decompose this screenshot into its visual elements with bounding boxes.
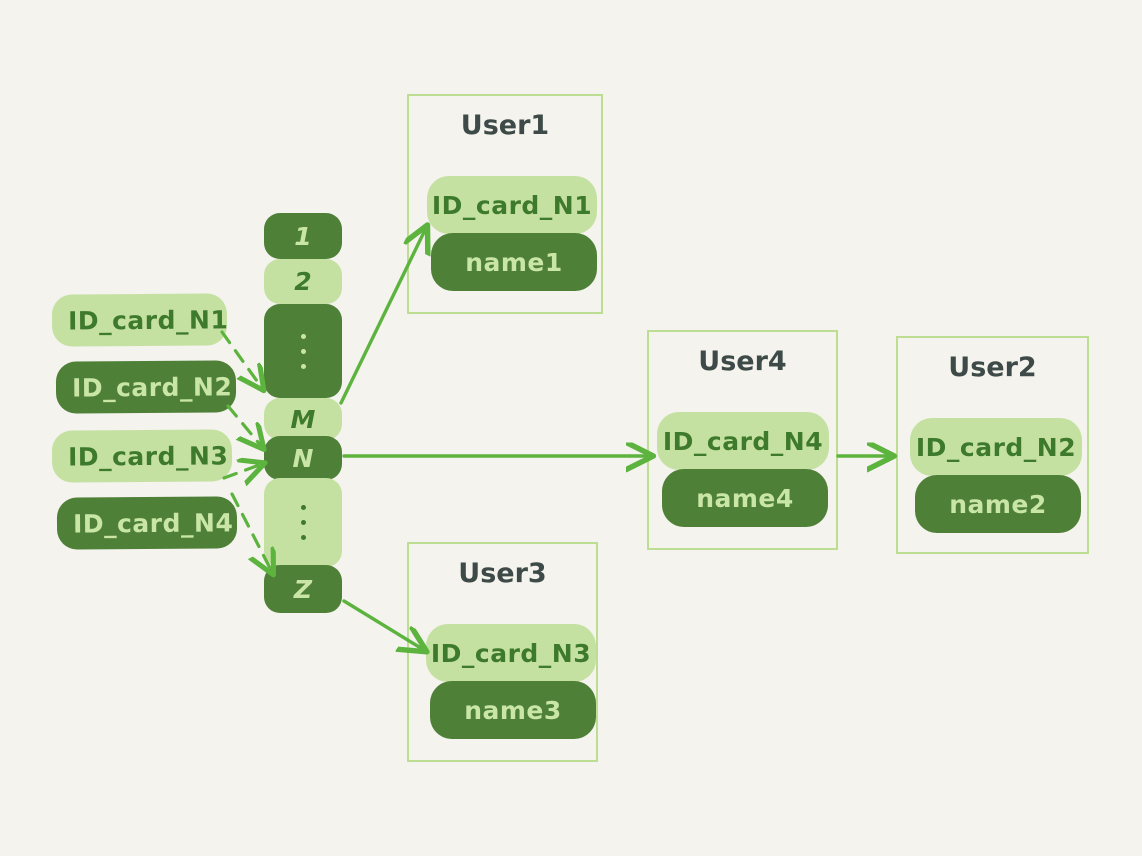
- hash-bucket-ellipsis-upper: [264, 304, 342, 398]
- user2-title: User2: [948, 352, 1037, 383]
- user1-id-card-field: ID_card_N1: [427, 176, 597, 234]
- user3-title: User3: [458, 558, 547, 589]
- user3-id-card-field: ID_card_N3: [426, 624, 596, 682]
- hash-bucket-n[interactable]: N: [264, 436, 342, 480]
- hash-bucket-2[interactable]: 2: [264, 259, 342, 304]
- source-id-card-n2[interactable]: ID_card_N2: [55, 360, 237, 414]
- user4-box[interactable]: User4 ID_card_N4 name4: [647, 330, 838, 550]
- user1-name-field: name1: [431, 233, 597, 291]
- user1-box[interactable]: User1 ID_card_N1 name1: [407, 94, 603, 314]
- user3-name-field: name3: [430, 681, 596, 739]
- user2-box[interactable]: User2 ID_card_N2 name2: [896, 336, 1089, 554]
- source-id-card-n3[interactable]: ID_card_N3: [51, 429, 233, 483]
- vertical-ellipsis-icon: [300, 333, 306, 369]
- edge-idcard-n2-to-bucket-n: [226, 404, 262, 447]
- hash-bucket-1[interactable]: 1: [264, 213, 342, 259]
- source-id-card-n1[interactable]: ID_card_N1: [51, 293, 228, 347]
- hash-bucket-m[interactable]: M: [264, 398, 342, 440]
- vertical-ellipsis-icon: [300, 505, 306, 540]
- user1-title: User1: [460, 110, 550, 141]
- user3-box[interactable]: User3 ID_card_N3 name3: [407, 542, 598, 762]
- hash-bucket-z[interactable]: Z: [264, 565, 342, 613]
- user4-id-card-field: ID_card_N4: [657, 412, 829, 470]
- source-id-card-n4[interactable]: ID_card_N4: [56, 496, 238, 550]
- user4-title: User4: [698, 346, 787, 377]
- user2-id-card-field: ID_card_N2: [910, 418, 1082, 476]
- user4-name-field: name4: [662, 469, 828, 527]
- user2-name-field: name2: [915, 475, 1081, 533]
- hash-bucket-ellipsis-lower: [264, 478, 342, 567]
